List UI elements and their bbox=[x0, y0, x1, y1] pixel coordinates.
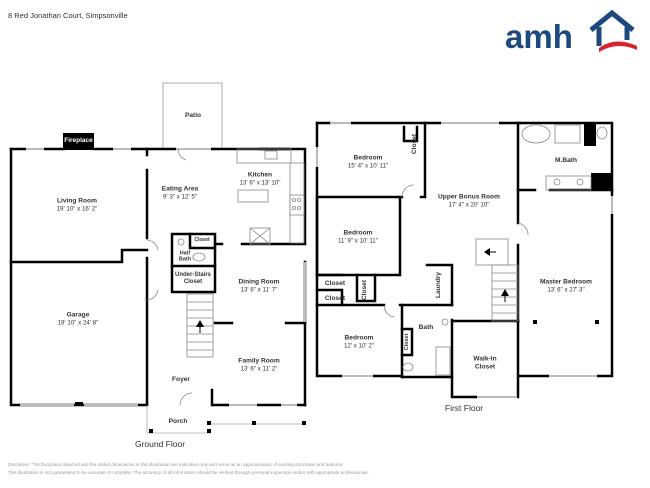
amh-logo: amh bbox=[505, 9, 637, 55]
disclaimer-line-2: This illustration is not guaranteed to b… bbox=[8, 470, 369, 475]
property-address: 8 Red Jonathan Court, Simpsonville bbox=[8, 11, 128, 20]
room-under-stairs-closet: Under-Stairs Closet bbox=[175, 272, 212, 285]
room-closet-a: Closet bbox=[324, 280, 346, 288]
room-bath-closet: Closet bbox=[403, 333, 410, 351]
room-walk-in-closet: Walk-In Closet bbox=[473, 355, 497, 370]
room-closet-c: Closet bbox=[361, 279, 369, 301]
room-m-bath: M.Bath bbox=[555, 157, 577, 165]
room-half-bath: Half Bath bbox=[178, 250, 192, 263]
floor-title-first: First Floor bbox=[444, 403, 484, 413]
room-patio: Patio bbox=[184, 112, 202, 120]
floor-title-ground: Ground Floor bbox=[134, 439, 186, 449]
room-porch: Porch bbox=[168, 418, 188, 426]
disclaimer-line-1: Disclaimer: The floorplans depicted and … bbox=[8, 462, 344, 467]
room-bedroom-1-closet: Closet bbox=[411, 133, 419, 155]
room-laundry: Laundry bbox=[435, 271, 443, 299]
room-closet-ground: Closet bbox=[194, 237, 210, 244]
room-foyer: Foyer bbox=[172, 376, 190, 384]
fireplace-label: Fireplace bbox=[63, 137, 94, 144]
room-bath: Bath bbox=[418, 324, 434, 332]
logo-text: amh bbox=[505, 18, 573, 55]
house-icon bbox=[589, 9, 637, 52]
room-closet-b: Closet bbox=[324, 295, 346, 303]
